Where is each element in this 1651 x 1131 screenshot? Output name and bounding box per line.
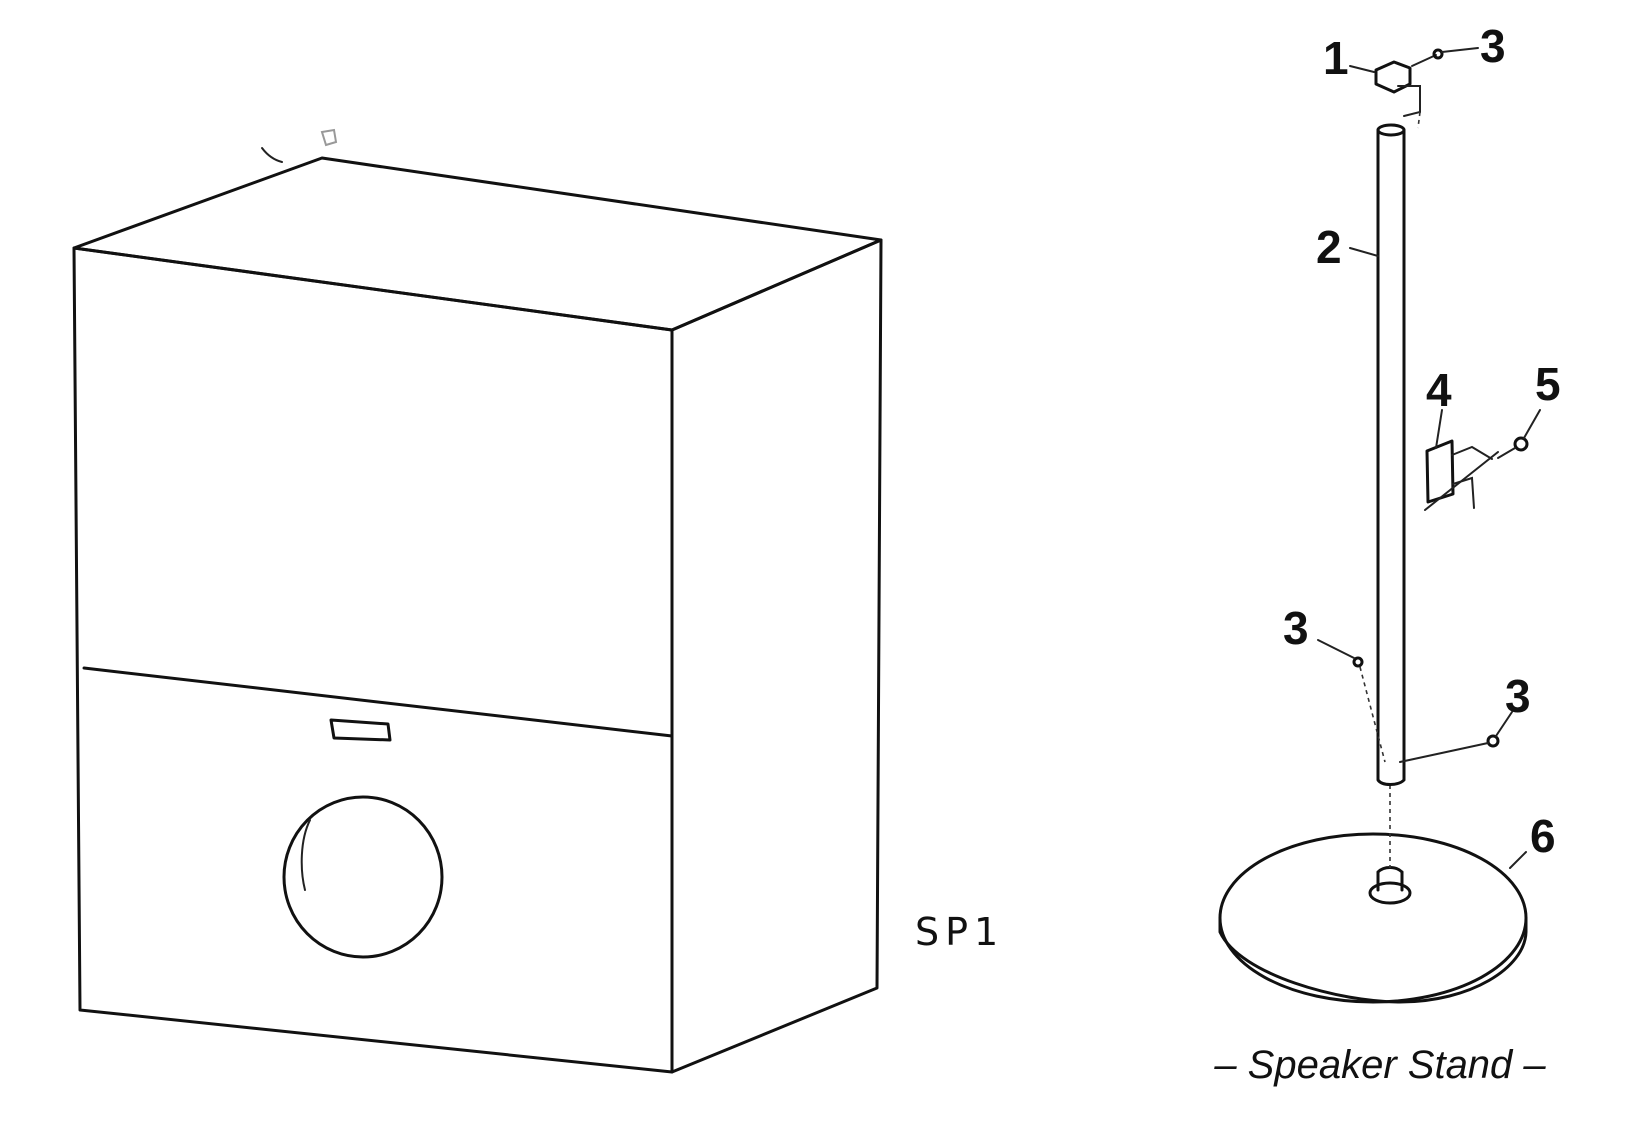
top-screw [1432, 48, 1444, 60]
leader-lower-right-screw [1495, 711, 1513, 737]
top-cap-alignment [1417, 111, 1421, 129]
lower-right-screw [1486, 734, 1500, 748]
callout-lower-left-screw: 3 [1283, 602, 1309, 654]
pole-top-ellipse [1376, 123, 1406, 137]
lower-left-screw-alignment [1359, 666, 1386, 763]
grille-divider-line [82, 666, 674, 738]
callout-bracket: 4 [1426, 364, 1452, 416]
pole-outline [1376, 128, 1406, 786]
leader-base [1509, 851, 1527, 869]
bracket-screw-shaft [1497, 447, 1516, 459]
callout-top-cap: 1 [1323, 32, 1349, 84]
callout-pole: 2 [1316, 221, 1342, 273]
leader-cap [1349, 65, 1375, 73]
cabinet-front-face [72, 246, 674, 1074]
base-socket-ring [1368, 881, 1412, 905]
base-top-ellipse [1218, 832, 1528, 1004]
bracket-screw-leader [1424, 451, 1499, 511]
base-edge [1218, 916, 1528, 1004]
stand-pole [1376, 123, 1406, 786]
woofer-port-inner-arc [300, 819, 311, 891]
speaker-stand: 1 3 2 4 5 3 3 6 – Speaker Stand – [1213, 20, 1560, 1087]
front-badge [329, 718, 392, 742]
speaker-cabinet [72, 128, 883, 1074]
leader-bracket [1435, 409, 1443, 449]
top-corner-speck [320, 128, 338, 147]
leader-pole [1349, 247, 1379, 257]
stand-base [1218, 832, 1528, 1004]
callout-leaders [1317, 47, 1541, 869]
bracket-assembly [1424, 436, 1529, 511]
handwritten-model-id: SP1 [915, 910, 1004, 954]
callout-top-screw: 3 [1480, 20, 1506, 72]
cabinet-side-face [670, 238, 883, 1074]
stand-caption: – Speaker Stand – [1213, 1043, 1546, 1087]
base-socket-collar [1376, 866, 1404, 892]
top-screw-leader [1411, 54, 1437, 67]
bracket-screw [1513, 436, 1529, 452]
leader-bracket-screw [1523, 409, 1541, 439]
lower-screws [1352, 656, 1500, 763]
lower-right-screw-leader [1399, 742, 1489, 763]
lower-left-screw [1352, 656, 1364, 668]
callout-lower-right-screw: 3 [1505, 670, 1531, 722]
top-cap [1374, 60, 1412, 94]
top-cap-assembly [1374, 48, 1444, 129]
callout-labels: 1 3 2 4 5 3 3 6 [1283, 20, 1561, 862]
bracket-plate [1425, 439, 1455, 504]
bracket-arm [1451, 445, 1493, 509]
woofer-port [282, 795, 444, 959]
leader-top-screw [1441, 47, 1479, 53]
top-corner-mark [261, 147, 283, 163]
callout-base: 6 [1530, 810, 1556, 862]
top-cap-tab [1397, 85, 1421, 117]
leader-lower-left-screw [1317, 639, 1355, 659]
callout-bracket-screw: 5 [1535, 358, 1561, 410]
